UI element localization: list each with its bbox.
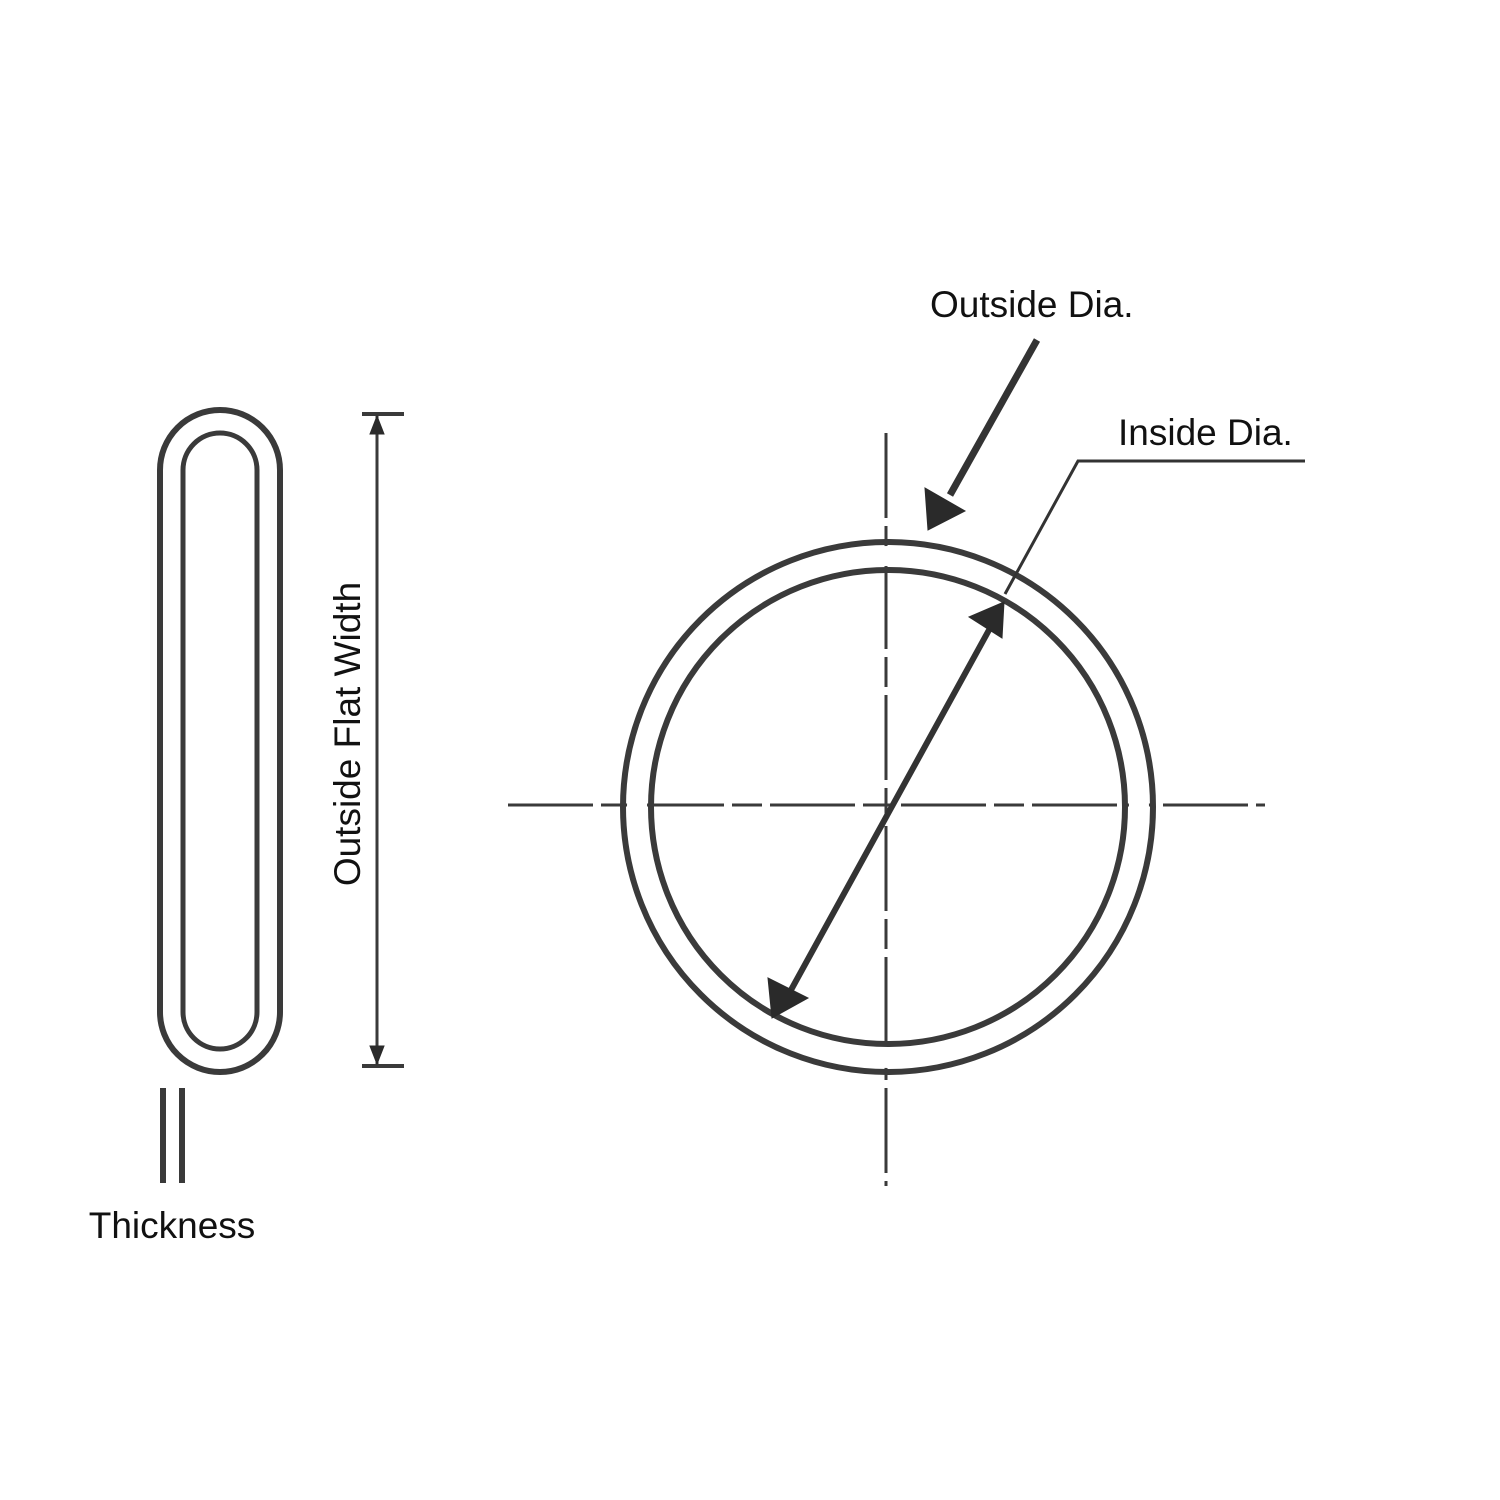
ring-wall <box>627 546 1149 1068</box>
flat-tube-inner-outline <box>180 430 260 1052</box>
ring-inner-outline <box>648 567 1128 1047</box>
outside-flat-width-dimension <box>362 412 404 1068</box>
outside-dia-leader-line <box>946 338 1041 497</box>
inside-dia-leader-line <box>1003 459 1305 595</box>
outside-dia-leader <box>924 338 1041 531</box>
round-tube-cross-section <box>508 433 1265 1186</box>
thickness-indicator <box>160 1088 185 1183</box>
inside-dia-leader <box>767 459 1305 1019</box>
thickness-label: Thickness <box>89 1205 256 1246</box>
outside-flat-width-label: Outside Flat Width <box>327 582 368 886</box>
outside-dia-label: Outside Dia. <box>930 284 1134 325</box>
inside-dia-dimension-line <box>777 608 1003 1012</box>
flat-tube-outer-outline <box>157 407 283 1075</box>
flat-tube-wall <box>165 415 275 1067</box>
ring-outer-outline <box>620 539 1156 1075</box>
inside-dia-arrow-top-icon <box>967 601 1005 639</box>
dimension-arrow-bottom-icon <box>369 1045 385 1066</box>
dimension-arrow-top-icon <box>369 414 385 435</box>
inside-dia-label: Inside Dia. <box>1118 412 1293 453</box>
outside-dia-arrow-icon <box>924 487 967 531</box>
inside-dia-arrow-bottom-icon <box>767 977 810 1019</box>
flat-tube-profile <box>157 407 283 1075</box>
